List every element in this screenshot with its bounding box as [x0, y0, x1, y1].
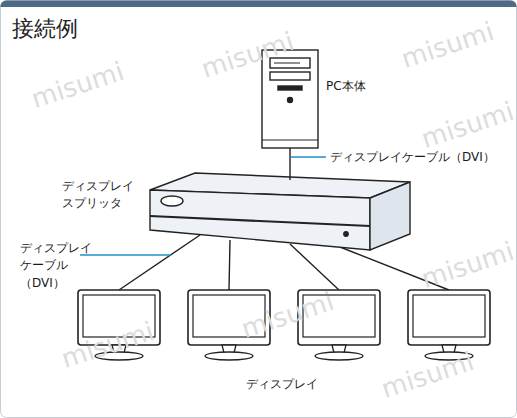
title: 接続例	[12, 14, 78, 44]
splitter: ディスプレイ スプリッタ	[150, 172, 412, 252]
cable-label: ディスプレイ ケーブル （DVI）	[20, 240, 96, 292]
cable-connector	[289, 148, 290, 180]
display-label: ディスプレイ	[246, 376, 318, 393]
pc-tower	[262, 50, 318, 148]
cable-label: ディスプレイケーブル（DVI）	[330, 149, 495, 166]
display-cables	[119, 235, 449, 290]
leader-line	[80, 254, 171, 255]
top-bar	[1, 1, 517, 8]
splitter-box	[150, 173, 410, 250]
node-label: PC本体	[326, 78, 366, 95]
node-label: ディスプレイ スプリッタ	[62, 178, 138, 213]
pc-unit: PC本体	[262, 50, 318, 148]
leader-line	[291, 156, 326, 157]
monitor	[408, 290, 490, 360]
